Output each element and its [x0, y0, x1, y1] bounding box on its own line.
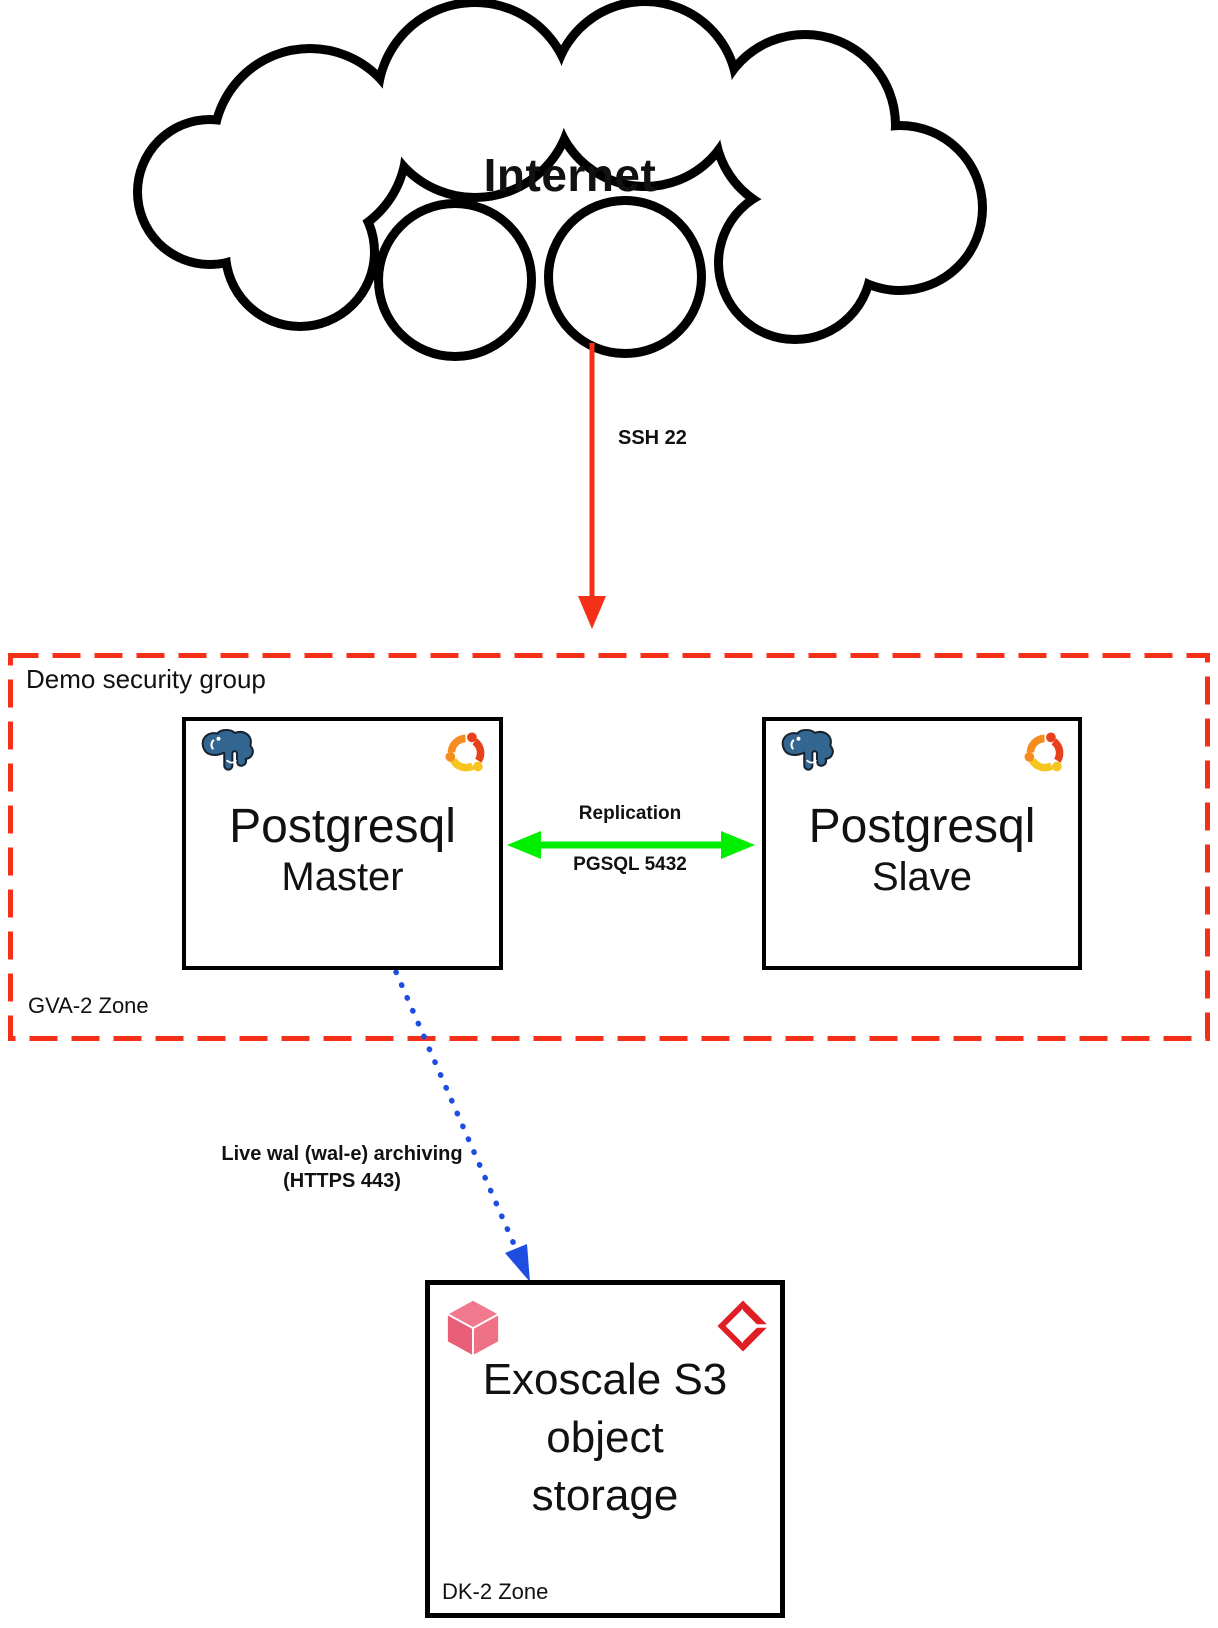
internet-cloud	[133, 0, 987, 361]
slave-node-subtitle: Slave	[871, 855, 973, 899]
wal-archiving-label: Live wal (wal-e) archiving (HTTPS 443)	[182, 1141, 502, 1195]
exoscale-s3-storage-node: Exoscale S3 object storage DK-2 Zone	[425, 1280, 785, 1618]
gva-zone-label: GVA-2 Zone	[28, 993, 149, 1018]
ssh-port-label: SSH 22	[618, 427, 687, 449]
s3-bucket-cube-icon	[446, 1298, 500, 1358]
ssh-connector-arrow	[578, 343, 606, 629]
storage-node-title-line2: object	[546, 1413, 664, 1462]
master-node-subtitle: Master	[281, 855, 404, 899]
storage-node-title-line3: storage	[531, 1471, 679, 1520]
security-group-boundary	[8, 653, 1210, 1041]
exoscale-logo-icon	[717, 1300, 771, 1352]
slave-node-title: Postgresql	[808, 800, 1036, 853]
wal-archiving-connector-arrow	[393, 969, 530, 1282]
postgresql-master-node: Postgresql Master	[182, 717, 503, 970]
wal-archiving-label-line1: Live wal (wal-e) archiving	[221, 1143, 463, 1165]
replication-connector-arrow	[507, 831, 755, 859]
postgresql-logo-icon	[781, 728, 834, 771]
postgresql-logo-icon	[201, 728, 254, 771]
dk-zone-label: DK-2 Zone	[442, 1579, 549, 1604]
internet-label: Internet	[483, 149, 657, 201]
storage-node-title-line1: Exoscale S3	[482, 1355, 728, 1404]
postgresql-slave-node: Postgresql Slave	[762, 717, 1082, 970]
security-group-label: Demo security group	[26, 664, 266, 694]
ubuntu-logo-icon	[445, 732, 485, 772]
master-node-title: Postgresql	[229, 800, 456, 853]
wal-archiving-label-line2: (HTTPS 443)	[283, 1170, 401, 1192]
replication-label: Replication	[578, 803, 682, 824]
replication-port-label: PGSQL 5432	[573, 854, 687, 875]
ubuntu-logo-icon	[1024, 732, 1064, 772]
